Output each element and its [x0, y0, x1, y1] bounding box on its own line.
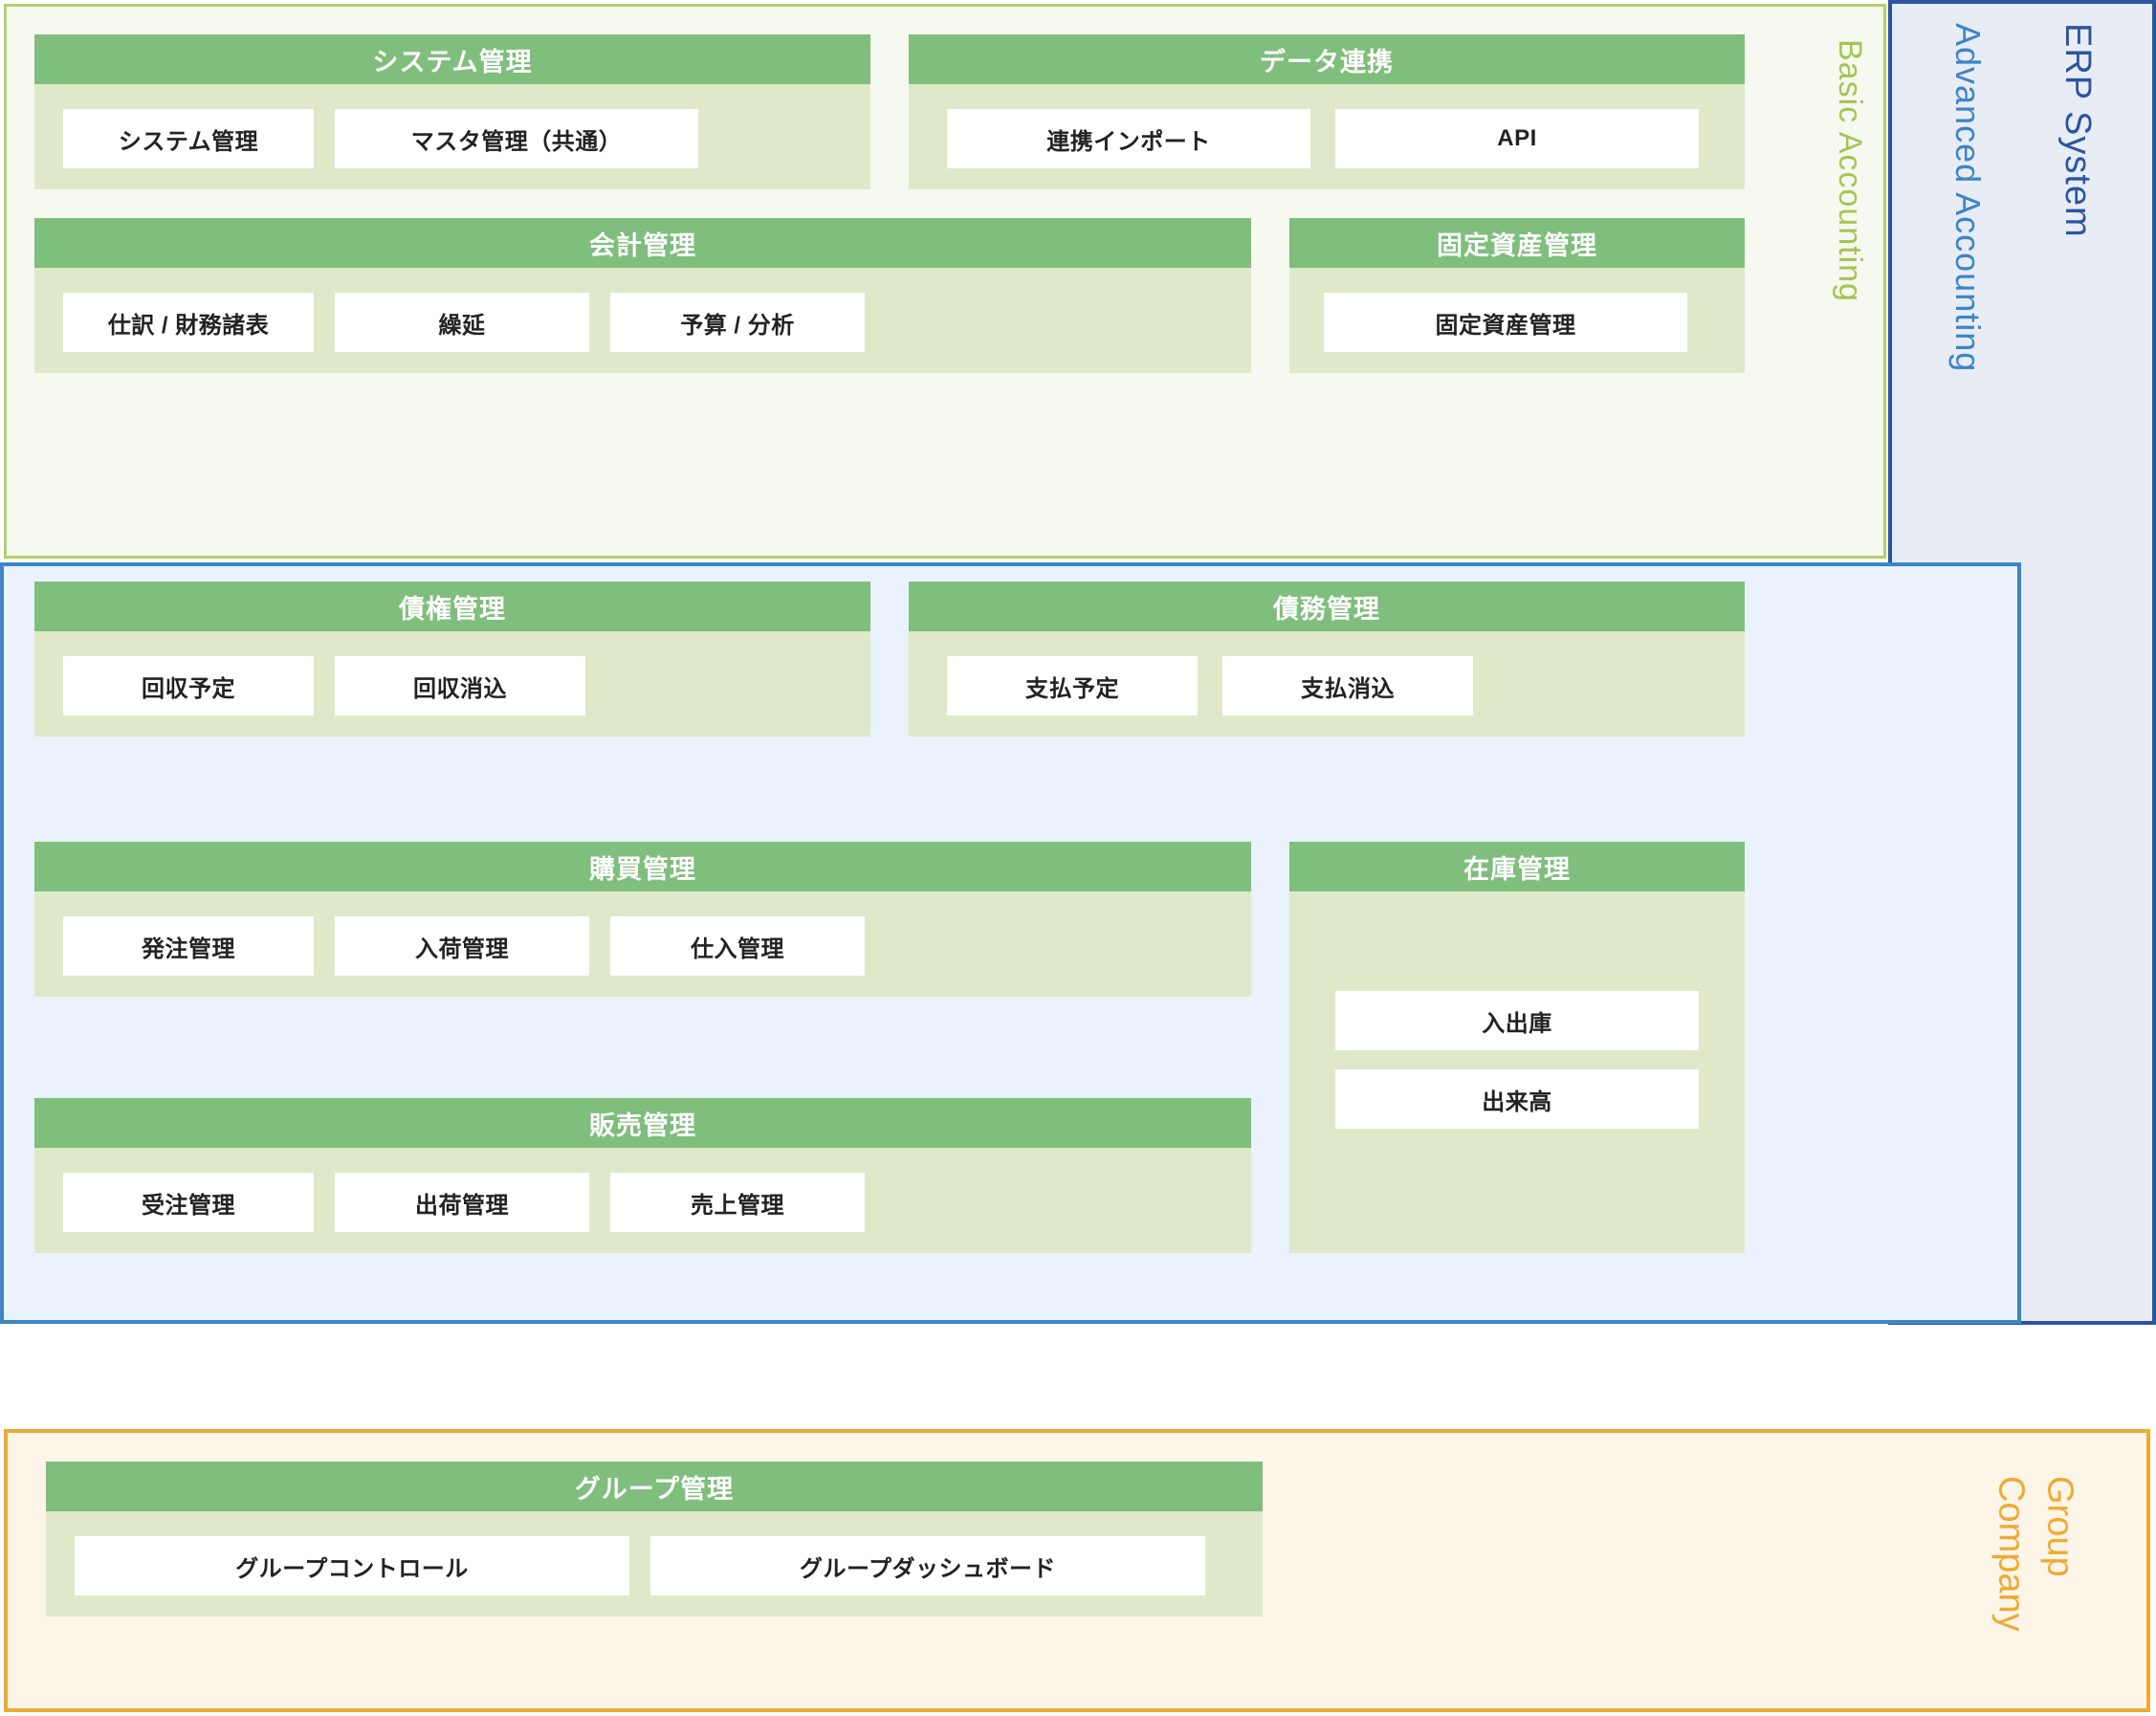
module-item-api[interactable]: API [1335, 109, 1699, 168]
module-item-renkei-import[interactable]: 連携インポート [947, 109, 1310, 168]
tier-label-group-company-line2: Company [1991, 1476, 2032, 1632]
module-item-shiharai-yotei[interactable]: 支払予定 [947, 656, 1198, 715]
module-item-kotei-shisan[interactable]: 固定資産管理 [1324, 293, 1687, 352]
module-item-shukka-kanri[interactable]: 出荷管理 [335, 1173, 589, 1232]
module-item-nyushukko[interactable]: 入出庫 [1335, 991, 1699, 1050]
module-item-system-kanri[interactable]: システム管理 [63, 109, 314, 168]
module-card-inventory[interactable]: 在庫管理 入出庫 出来高 [1289, 842, 1745, 1253]
module-card-purchasing-title: 購買管理 [34, 842, 1251, 891]
module-item-juchu-kanri[interactable]: 受注管理 [63, 1173, 314, 1232]
module-card-accounting-title: 会計管理 [34, 218, 1251, 268]
module-card-data-link-title: データ連携 [909, 34, 1745, 84]
module-item-kaishu-shoukomi[interactable]: 回収消込 [335, 656, 585, 715]
tier-label-advanced-accounting: Advanced Accounting [1948, 23, 1988, 373]
module-item-shiire-kanri[interactable]: 仕入管理 [610, 916, 865, 976]
tier-label-group-company: Group Company [1986, 1476, 2084, 1677]
module-card-fixed-asset[interactable]: 固定資産管理 固定資産管理 [1289, 218, 1745, 373]
module-item-kurinobe[interactable]: 繰延 [335, 293, 589, 352]
module-card-receivable[interactable]: 債権管理 回収予定 回収消込 [34, 582, 870, 737]
module-card-fixed-asset-title: 固定資産管理 [1289, 218, 1745, 268]
module-item-yosan-bunseki[interactable]: 予算 / 分析 [610, 293, 865, 352]
module-card-group-management[interactable]: グループ管理 グループコントロール グループダッシュボード [46, 1462, 1263, 1617]
module-item-nyuka-kanri[interactable]: 入荷管理 [335, 916, 589, 976]
module-card-system[interactable]: システム管理 システム管理 マスタ管理（共通） [34, 34, 870, 189]
tier-label-basic-accounting: Basic Accounting [1832, 39, 1868, 302]
module-item-group-control[interactable]: グループコントロール [75, 1536, 629, 1595]
module-card-payable-title: 債務管理 [909, 582, 1745, 631]
module-card-accounting[interactable]: 会計管理 仕訳 / 財務諸表 繰延 予算 / 分析 [34, 218, 1251, 373]
module-item-shiharai-shoukomi[interactable]: 支払消込 [1222, 656, 1473, 715]
module-item-master-kanri[interactable]: マスタ管理（共通） [335, 109, 698, 168]
tier-label-erp-system: ERP System [2057, 23, 2098, 238]
module-card-sales[interactable]: 販売管理 受注管理 出荷管理 売上管理 [34, 1098, 1251, 1253]
tier-label-group-company-line1: Group [2039, 1476, 2080, 1577]
module-card-sales-title: 販売管理 [34, 1098, 1251, 1148]
module-card-payable[interactable]: 債務管理 支払予定 支払消込 [909, 582, 1745, 737]
module-item-kaishu-yotei[interactable]: 回収予定 [63, 656, 314, 715]
module-item-group-dashboard[interactable]: グループダッシュボード [650, 1536, 1205, 1595]
module-card-inventory-title: 在庫管理 [1289, 842, 1745, 891]
module-item-shiwake-zaimu[interactable]: 仕訳 / 財務諸表 [63, 293, 314, 352]
module-card-system-title: システム管理 [34, 34, 870, 84]
module-item-dekidaka[interactable]: 出来高 [1335, 1069, 1699, 1129]
module-card-receivable-title: 債権管理 [34, 582, 870, 631]
module-card-purchasing[interactable]: 購買管理 発注管理 入荷管理 仕入管理 [34, 842, 1251, 997]
module-item-hacchu-kanri[interactable]: 発注管理 [63, 916, 314, 976]
module-card-group-management-title: グループ管理 [46, 1462, 1263, 1511]
module-item-uriage-kanri[interactable]: 売上管理 [610, 1173, 865, 1232]
module-card-data-link[interactable]: データ連携 連携インポート API [909, 34, 1745, 189]
